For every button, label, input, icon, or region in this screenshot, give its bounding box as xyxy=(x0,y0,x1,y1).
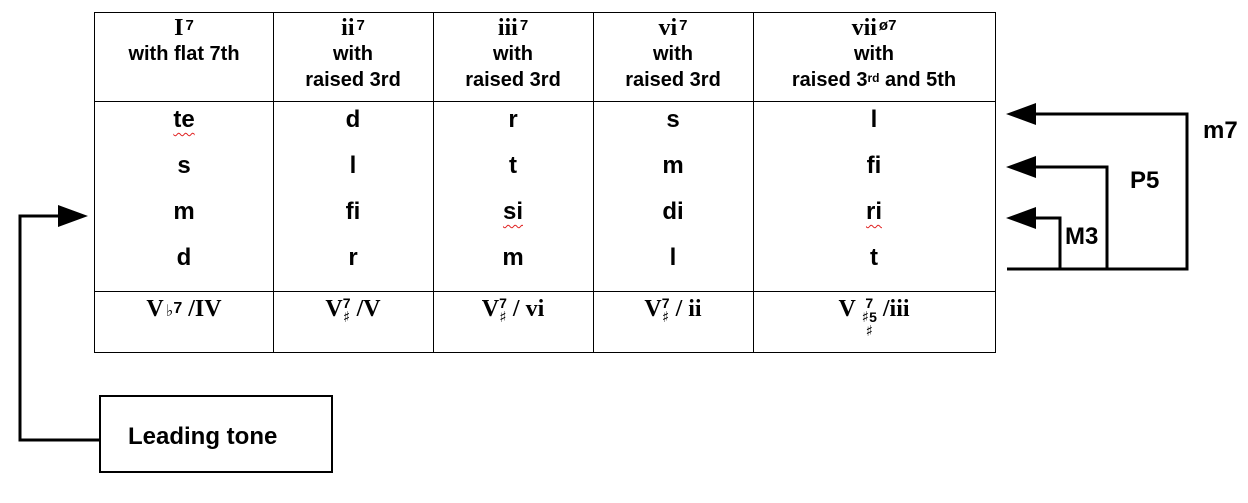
roman-numeral: vi xyxy=(658,15,678,41)
chord-quality: 7 xyxy=(679,17,688,34)
syllables-column: d l fi r xyxy=(273,101,433,291)
flat-icon: ♭ xyxy=(165,301,174,320)
arrow-left-icon xyxy=(1006,103,1036,125)
column-divider xyxy=(273,13,434,352)
leading-tone-label: Leading tone xyxy=(128,423,278,450)
syllables-column: l fi ri t xyxy=(753,101,995,291)
chord-quality: ø7 xyxy=(878,17,897,34)
chord-description: with xyxy=(493,43,533,65)
solfege-syllable: r xyxy=(348,244,358,271)
solfege-syllable: s xyxy=(177,152,191,179)
solfege-syllable: m xyxy=(502,244,524,271)
m3-bracket xyxy=(1035,216,1062,269)
chord-description: with flat 7th xyxy=(128,43,240,65)
chord-description: with xyxy=(333,43,373,65)
roman-numeral: iii xyxy=(497,15,518,41)
chord-description: raised 3rd and 5th xyxy=(791,69,957,91)
roman-numeral: I xyxy=(174,15,184,41)
syllables-column: r t si m xyxy=(433,101,593,291)
m7-bracket xyxy=(1007,112,1189,271)
solfege-syllable: di xyxy=(662,198,684,225)
syllables-column: s m di l xyxy=(593,101,753,291)
solfege-syllable: r xyxy=(508,106,518,133)
solfege-syllable: d xyxy=(176,244,192,271)
sharp-icon: ♯ xyxy=(865,322,873,340)
leading-tone-box: Leading tone xyxy=(99,395,333,473)
arrow-left-icon xyxy=(1006,156,1036,178)
footer-divider xyxy=(95,291,995,292)
secondary-dominant-V7-of-iii: V 7♯5♯ /iii xyxy=(838,295,910,340)
chord-description: with xyxy=(854,43,894,65)
solfege-syllable: fi xyxy=(345,198,361,225)
solfege-syllable: te xyxy=(173,106,195,133)
p5-bracket xyxy=(1035,165,1109,269)
chord-quality: 7 xyxy=(356,17,365,34)
sharp-icon: ♯ xyxy=(662,308,670,326)
column-divider xyxy=(95,13,274,352)
column-divider xyxy=(593,13,754,352)
solfege-syllable: s xyxy=(666,106,680,133)
sharp-icon: ♯ xyxy=(499,308,507,326)
header-divider xyxy=(95,101,995,102)
arrow-right-icon xyxy=(58,205,88,227)
chord-description: raised 3rd xyxy=(465,69,561,91)
interval-label-m7: m7 xyxy=(1203,117,1238,144)
solfege-syllable: l xyxy=(870,106,878,133)
syllables-column: te s m d xyxy=(95,101,273,291)
interval-label-m3: M3 xyxy=(1065,223,1099,250)
chord-description: raised 3rd xyxy=(305,69,401,91)
solfege-syllable: t xyxy=(870,244,878,271)
solfege-syllable: m xyxy=(662,152,684,179)
solfege-syllable: ri xyxy=(865,198,882,225)
solfege-syllable: d xyxy=(345,106,361,133)
interval-label-p5: P5 xyxy=(1130,167,1160,194)
solfege-syllable: m xyxy=(173,198,195,225)
chord-description: raised 3rd xyxy=(625,69,721,91)
roman-numeral: vii xyxy=(851,15,877,41)
sharp-icon: ♯ xyxy=(343,308,351,326)
solfege-syllable: fi xyxy=(866,152,882,179)
arrow-left-icon xyxy=(1006,207,1036,229)
chord-quality: 7 xyxy=(185,17,194,34)
secondary-dominant-V7-of-IV: V♭7 /IV xyxy=(146,296,222,322)
solfege-syllable: l xyxy=(669,244,677,271)
leading-tone-connector xyxy=(18,214,100,442)
solfege-syllable: l xyxy=(349,152,357,179)
sharp-icon: ♯ xyxy=(861,308,870,326)
chord-quality: 7 xyxy=(519,17,529,34)
solfege-syllable: si xyxy=(502,198,523,225)
column-divider xyxy=(433,13,594,352)
roman-numeral: ii xyxy=(341,15,355,41)
chord-description: with xyxy=(653,43,693,65)
solfege-syllable: t xyxy=(509,152,517,179)
